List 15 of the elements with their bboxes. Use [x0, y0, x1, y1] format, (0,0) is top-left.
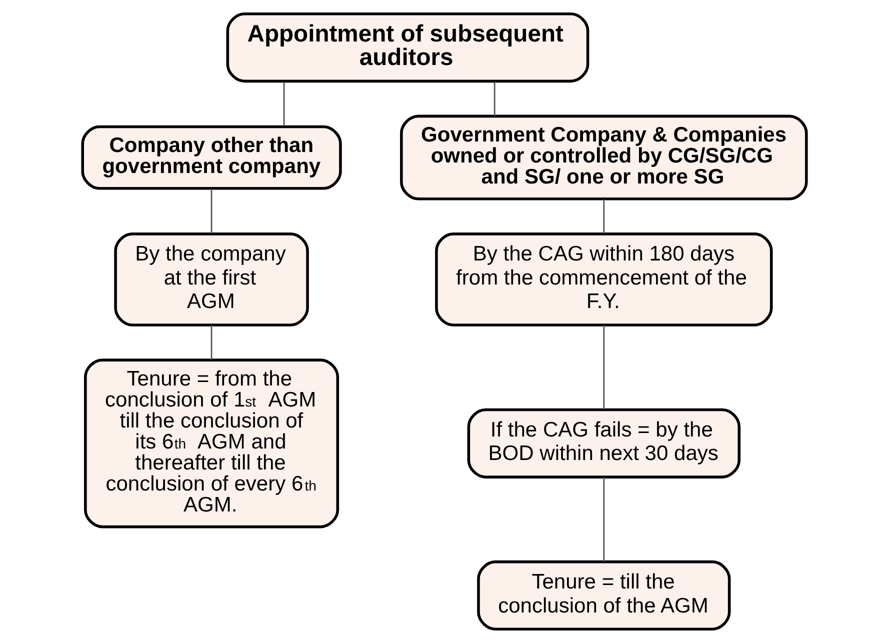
- node-box: Government Company & Companies owned or controlled by CG/SG/CG and SG/ one or more SG: [400, 114, 808, 200]
- connector: [210, 325, 212, 360]
- connector: [602, 325, 604, 410]
- connector: [282, 82, 284, 126]
- node-box: Tenure = till the conclusion of the AGM: [476, 560, 730, 630]
- connector: [210, 188, 212, 234]
- node-box: Tenure = from the conclusion of 1st AGM till the conclusion of its 6th AGM and thereafter till the conclusion of every 6th AGM.: [84, 358, 339, 528]
- node-box: By the CAG within 180 days from the commencement of the F.Y.: [434, 232, 772, 326]
- connector: [493, 82, 495, 116]
- node-box: By the company at the first AGM: [114, 232, 308, 326]
- connector: [602, 200, 604, 234]
- node-box: If the CAG fails = by the BOD within next 30 days: [466, 408, 740, 478]
- node-box: Appointment of subsequent auditors: [226, 12, 589, 83]
- node-box: Company other than government company: [80, 125, 342, 190]
- connector: [602, 477, 604, 562]
